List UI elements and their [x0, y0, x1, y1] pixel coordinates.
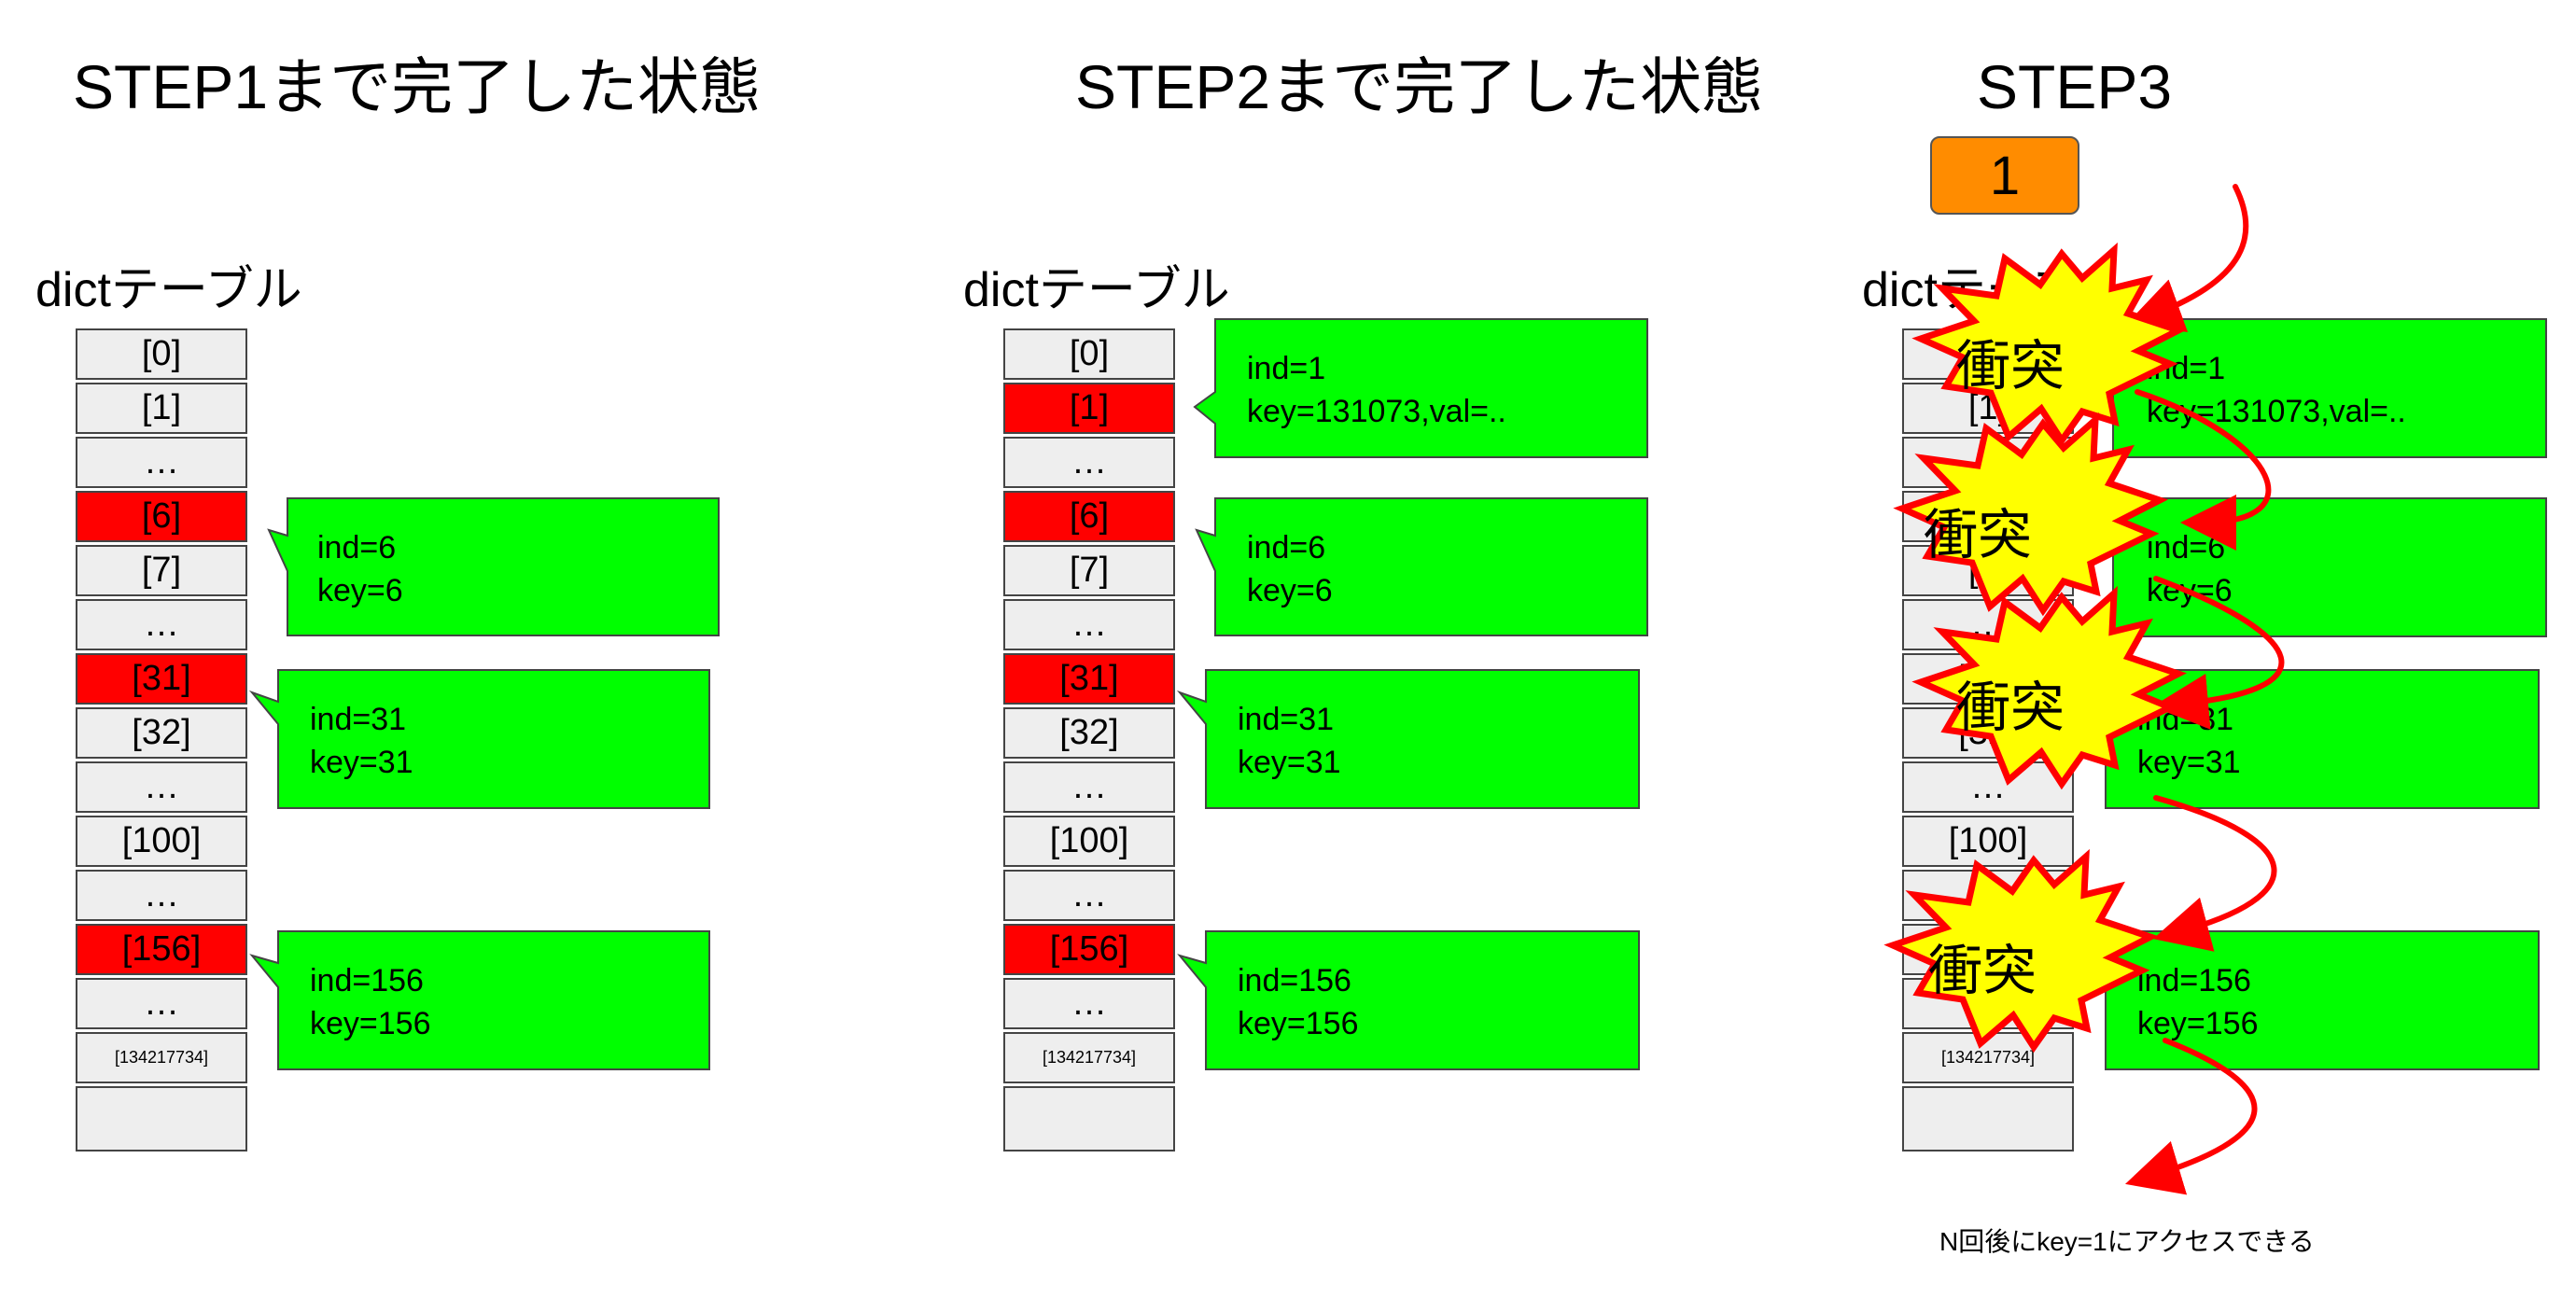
callout-shape-156 — [1177, 930, 1640, 1070]
callout-key-156: key=156 — [1238, 1006, 1359, 1041]
table-cell-32: [32] — [76, 707, 247, 759]
table-cell-7: [7] — [1003, 545, 1175, 596]
collision-label-3: 衝突 — [1956, 677, 2065, 738]
step1-title: STEP1まで完了した状態 — [73, 52, 762, 121]
table-cell-empty — [1902, 1086, 2074, 1151]
table-cell-ellipsis: … — [76, 870, 247, 921]
table-cell-0: [0] — [76, 328, 247, 380]
callout-key-156: key=156 — [2137, 1006, 2259, 1041]
table-cell-100: [100] — [76, 816, 247, 867]
callout-key-31: key=31 — [1238, 745, 1341, 780]
collision-label-1: 衝突 — [1956, 336, 2065, 397]
callout-key-31: key=31 — [2137, 745, 2241, 780]
table-label-step2: dictテーブル — [963, 263, 1230, 317]
callout-text-6: ind=6 key=6 — [1247, 526, 1333, 612]
probe-arrow-5 — [2125, 1038, 2258, 1195]
table-cell-ellipsis: … — [76, 978, 247, 1029]
callout-ind-156: ind=156 — [310, 963, 424, 998]
table-cell-100: [100] — [1902, 816, 2074, 867]
table-label-step1: dictテーブル — [35, 263, 302, 317]
table-cell-ellipsis: … — [76, 599, 247, 650]
collision-label-4: 衝突 — [1928, 941, 2037, 1001]
callout-ind-1: ind=1 — [1247, 351, 1326, 386]
table-cell-ellipsis: … — [76, 437, 247, 488]
table-cell-6: [6] — [1003, 491, 1175, 542]
callout-shape-31 — [1176, 669, 1640, 809]
table-cell-empty — [1003, 1086, 1175, 1151]
callout-ind-6: ind=6 — [317, 530, 397, 565]
callout-shape-1 — [2112, 318, 2547, 458]
table-cell-156: [156] — [76, 924, 247, 975]
access-note: N回後にkey=1にアクセスできる — [1939, 1227, 2315, 1256]
probe-arrow-4 — [2152, 795, 2277, 952]
probe-arrow-1 — [2125, 184, 2249, 332]
table-cell-7: [7] — [76, 545, 247, 596]
table-cell-ellipsis: … — [1003, 978, 1175, 1029]
table-cell-ellipsis: … — [1003, 599, 1175, 650]
table-cell-ellipsis: … — [1003, 761, 1175, 813]
callout-shape-31 — [248, 669, 710, 809]
callout-text-6: ind=6 key=6 — [317, 526, 403, 612]
callout-ind-6: ind=6 — [1247, 530, 1326, 565]
step2-title: STEP2まで完了した状態 — [1075, 52, 1764, 121]
callout-shape-156 — [249, 930, 710, 1070]
table-cell-ellipsis: … — [1003, 870, 1175, 921]
collision-burst-4 — [1883, 848, 2160, 1054]
table-cell-1: [1] — [1003, 383, 1175, 434]
probe-arrow-2 — [2135, 389, 2272, 551]
callout-ind-156: ind=156 — [2137, 963, 2251, 998]
table-cell-last: [134217734] — [1003, 1032, 1175, 1083]
table-cell-31: [31] — [1003, 653, 1175, 705]
table-cell-6: [6] — [76, 491, 247, 542]
table-cell-32: [32] — [1003, 707, 1175, 759]
table-cell-1: [1] — [76, 383, 247, 434]
callout-text-156: ind=156 key=156 — [2137, 959, 2259, 1045]
table-cell-ellipsis: … — [1003, 437, 1175, 488]
collision-burst-2 — [1893, 412, 2169, 617]
callout-key-6: key=6 — [1247, 573, 1333, 608]
collision-label-2: 衝突 — [1924, 505, 2033, 565]
callout-ind-31: ind=31 — [1238, 702, 1335, 737]
callout-ind-156: ind=156 — [1238, 963, 1351, 998]
table-cell-0: [0] — [1003, 328, 1175, 380]
table-cell-100: [100] — [1003, 816, 1175, 867]
table-cell-156: [156] — [1003, 924, 1175, 975]
table-cell-ellipsis: … — [1902, 761, 2074, 813]
collision-burst-3 — [1911, 585, 2188, 790]
table-cell-last: [134217734] — [76, 1032, 247, 1083]
callout-key-131073: key=131073,val=.. — [1247, 394, 1506, 429]
callout-text-156: ind=156 key=156 — [310, 959, 431, 1045]
callout-text-31: ind=31 key=31 — [1238, 698, 1341, 784]
table-cell-empty — [76, 1086, 247, 1151]
table-cell-ellipsis: … — [76, 761, 247, 813]
table-cell-31: [31] — [76, 653, 247, 705]
callout-text-1: ind=1 key=131073,val=.. — [1247, 347, 1506, 433]
callout-shape-6 — [267, 497, 720, 636]
collision-burst-1 — [1911, 242, 2188, 447]
key-badge: 1 — [1930, 136, 2079, 215]
step3-title: STEP3 — [1977, 52, 2173, 121]
callout-shape-1 — [1193, 318, 1648, 458]
callout-key-156: key=156 — [310, 1006, 431, 1041]
callout-key-6: key=6 — [317, 573, 403, 608]
callout-text-156: ind=156 key=156 — [1238, 959, 1359, 1045]
callout-ind-31: ind=31 — [310, 702, 407, 737]
callout-text-31: ind=31 key=31 — [310, 698, 413, 784]
callout-shape-6 — [1195, 497, 1648, 636]
probe-arrow-3 — [2152, 576, 2285, 730]
callout-key-31: key=31 — [310, 745, 413, 780]
